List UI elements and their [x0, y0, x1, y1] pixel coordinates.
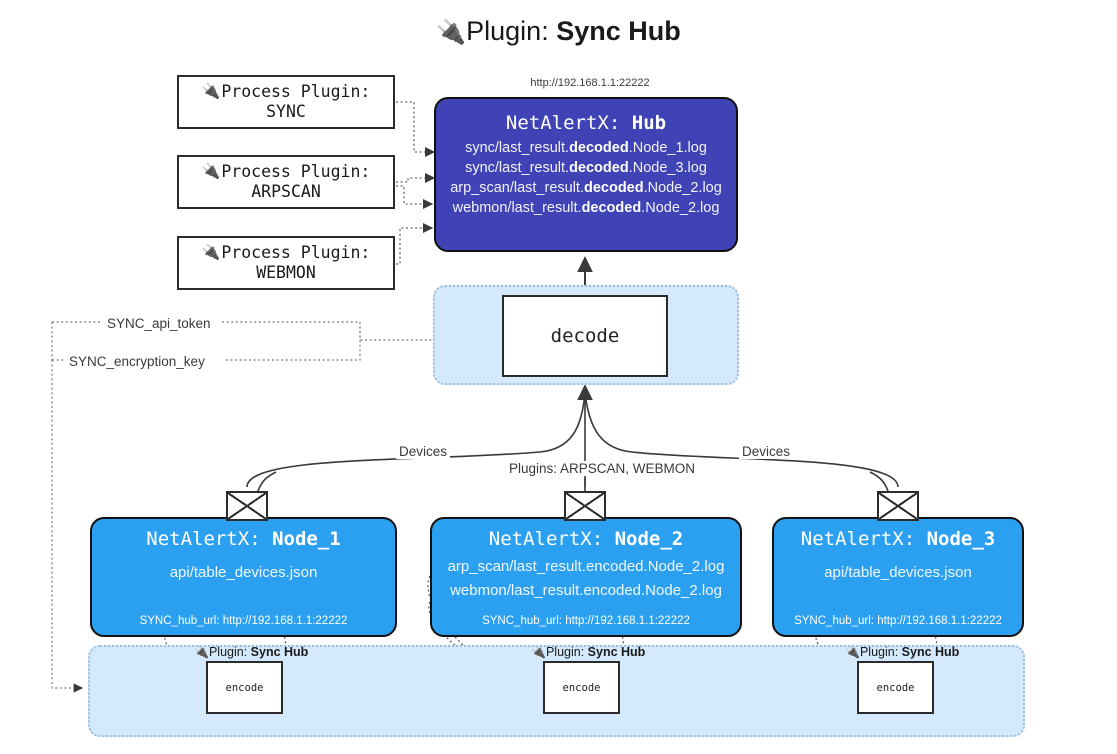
process-plugin-prefix: Process Plugin:: [221, 161, 371, 181]
plug-icon: 🔌: [201, 162, 221, 181]
page-title-name: Sync Hub: [556, 16, 681, 46]
log-emphasis: decoded: [569, 140, 629, 156]
encode-label-name: Sync Hub: [901, 645, 960, 659]
hub-log-entry: sync/last_result.decoded.Node_1.log: [436, 140, 736, 156]
encode-label-prefix: Plugin:: [545, 645, 585, 659]
process-plugin-name: ARPSCAN: [251, 182, 321, 201]
encode-group-node-3: 🔌Plugin: Sync Hub encode: [845, 645, 959, 714]
node-box-node-3[interactable]: NetAlertX: Node_3 api/table_devices.json…: [772, 517, 1024, 637]
plug-icon: 🔌: [194, 645, 209, 659]
encode-plugin-label: 🔌Plugin: Sync Hub: [194, 645, 308, 659]
encode-plugin-label: 🔌Plugin: Sync Hub: [845, 645, 959, 659]
decode-box[interactable]: decode: [502, 295, 668, 377]
hub-title-prefix: NetAlertX:: [505, 112, 621, 134]
node-line: api/table_devices.json: [169, 564, 318, 581]
process-plugin-box-webmon[interactable]: 🔌Process Plugin: WEBMON: [177, 236, 395, 290]
plug-icon: 🔌: [201, 243, 221, 262]
node-hub-url: SYNC_hub_url: http://192.168.1.1:22222: [139, 615, 348, 627]
log-emphasis: decoded: [569, 160, 629, 176]
plug-icon: 🔌: [845, 645, 860, 659]
encode-box[interactable]: encode: [206, 661, 283, 714]
plug-icon: 🔌: [531, 645, 546, 659]
edge-label-devices-left: Devices: [396, 444, 451, 459]
log-emphasis: decoded: [581, 200, 642, 216]
node-line: arp_scan/last_result.encoded.Node_2.log: [447, 558, 725, 575]
edge-label-plugins: Plugins: ARPSCAN, WEBMON: [506, 461, 699, 476]
node-hub-url: SYNC_hub_url: http://192.168.1.1:22222: [482, 615, 690, 627]
hub-title: NetAlertX: Hub: [436, 112, 736, 134]
process-plugin-prefix: Process Plugin:: [221, 242, 371, 262]
node-title: NetAlertX: Node_2: [432, 528, 740, 550]
plug-icon: 🔌: [201, 82, 221, 101]
process-plugin-box-sync[interactable]: 🔌Process Plugin: SYNC: [177, 75, 395, 129]
encode-group-node-2: 🔌Plugin: Sync Hub encode: [531, 645, 645, 714]
node-box-node-1[interactable]: NetAlertX: Node_1 api/table_devices.json…: [90, 517, 397, 637]
node-line: webmon/last_result.encoded.Node_2.log: [450, 582, 722, 599]
log-post: .Node_3.log: [628, 160, 707, 176]
hub-log-list: sync/last_result.decoded.Node_1.log sync…: [436, 140, 736, 216]
encode-box[interactable]: encode: [543, 661, 620, 714]
log-pre: arp_scan/last_result.: [450, 180, 584, 196]
encode-group-node-1: 🔌Plugin: Sync Hub encode: [194, 645, 308, 714]
node-title-name: Node_2: [614, 528, 684, 550]
process-plugin-prefix: Process Plugin:: [221, 81, 371, 101]
envelope-icon: [877, 491, 919, 521]
process-plugin-name: WEBMON: [256, 263, 316, 282]
envelope-icon: [564, 491, 606, 521]
node-title: NetAlertX: Node_3: [774, 528, 1022, 550]
node-title-name: Node_3: [926, 528, 996, 550]
encode-label-prefix: Plugin:: [208, 645, 248, 659]
log-pre: webmon/last_result.: [452, 200, 582, 216]
hub-log-entry: webmon/last_result.decoded.Node_2.log: [436, 200, 736, 216]
encode-box[interactable]: encode: [857, 661, 934, 714]
node-title: NetAlertX: Node_1: [92, 528, 395, 550]
hub-node[interactable]: NetAlertX: Hub sync/last_result.decoded.…: [434, 97, 738, 252]
node-box-node-2[interactable]: NetAlertX: Node_2 arp_scan/last_result.e…: [430, 517, 742, 637]
hub-url-label: http://192.168.1.1:22222: [530, 77, 650, 89]
edge-label-api-token: SYNC_api_token: [104, 316, 214, 331]
edge-label-devices-right: Devices: [739, 444, 794, 459]
process-plugin-box-arpscan[interactable]: 🔌Process Plugin: ARPSCAN: [177, 155, 395, 209]
page-title-prefix: Plugin:: [466, 16, 549, 46]
process-plugin-name: SYNC: [266, 102, 306, 121]
node-title-name: Node_1: [272, 528, 341, 550]
log-post: .Node_2.log: [643, 180, 722, 196]
log-pre: sync/last_result.: [465, 160, 570, 176]
log-post: .Node_1.log: [628, 140, 707, 156]
node-title-prefix: NetAlertX:: [488, 528, 604, 550]
node-title-prefix: NetAlertX:: [146, 528, 261, 550]
hub-title-name: Hub: [631, 112, 667, 134]
hub-log-entry: arp_scan/last_result.decoded.Node_2.log: [436, 180, 736, 196]
node-hub-url: SYNC_hub_url: http://192.168.1.1:22222: [794, 615, 1002, 627]
page-title: 🔌Plugin: Sync Hub: [0, 16, 1117, 47]
log-emphasis: decoded: [583, 180, 644, 196]
log-pre: sync/last_result.: [465, 140, 570, 156]
node-line: api/table_devices.json: [824, 564, 972, 581]
node-line-list: api/table_devices.json: [774, 564, 1022, 581]
encode-label-name: Sync Hub: [587, 645, 646, 659]
edge-label-encryption-key: SYNC_encryption_key: [66, 354, 208, 369]
node-line-list: api/table_devices.json: [92, 564, 395, 581]
encode-plugin-label: 🔌Plugin: Sync Hub: [531, 645, 645, 659]
plug-icon: 🔌: [436, 19, 467, 46]
envelope-icon: [226, 491, 268, 521]
log-post: .Node_2.log: [641, 200, 720, 216]
node-title-prefix: NetAlertX:: [800, 528, 916, 550]
node-line-list: arp_scan/last_result.encoded.Node_2.log …: [432, 558, 740, 599]
hub-log-entry: sync/last_result.decoded.Node_3.log: [436, 160, 736, 176]
encode-label-prefix: Plugin:: [859, 645, 899, 659]
encode-label-name: Sync Hub: [250, 645, 309, 659]
